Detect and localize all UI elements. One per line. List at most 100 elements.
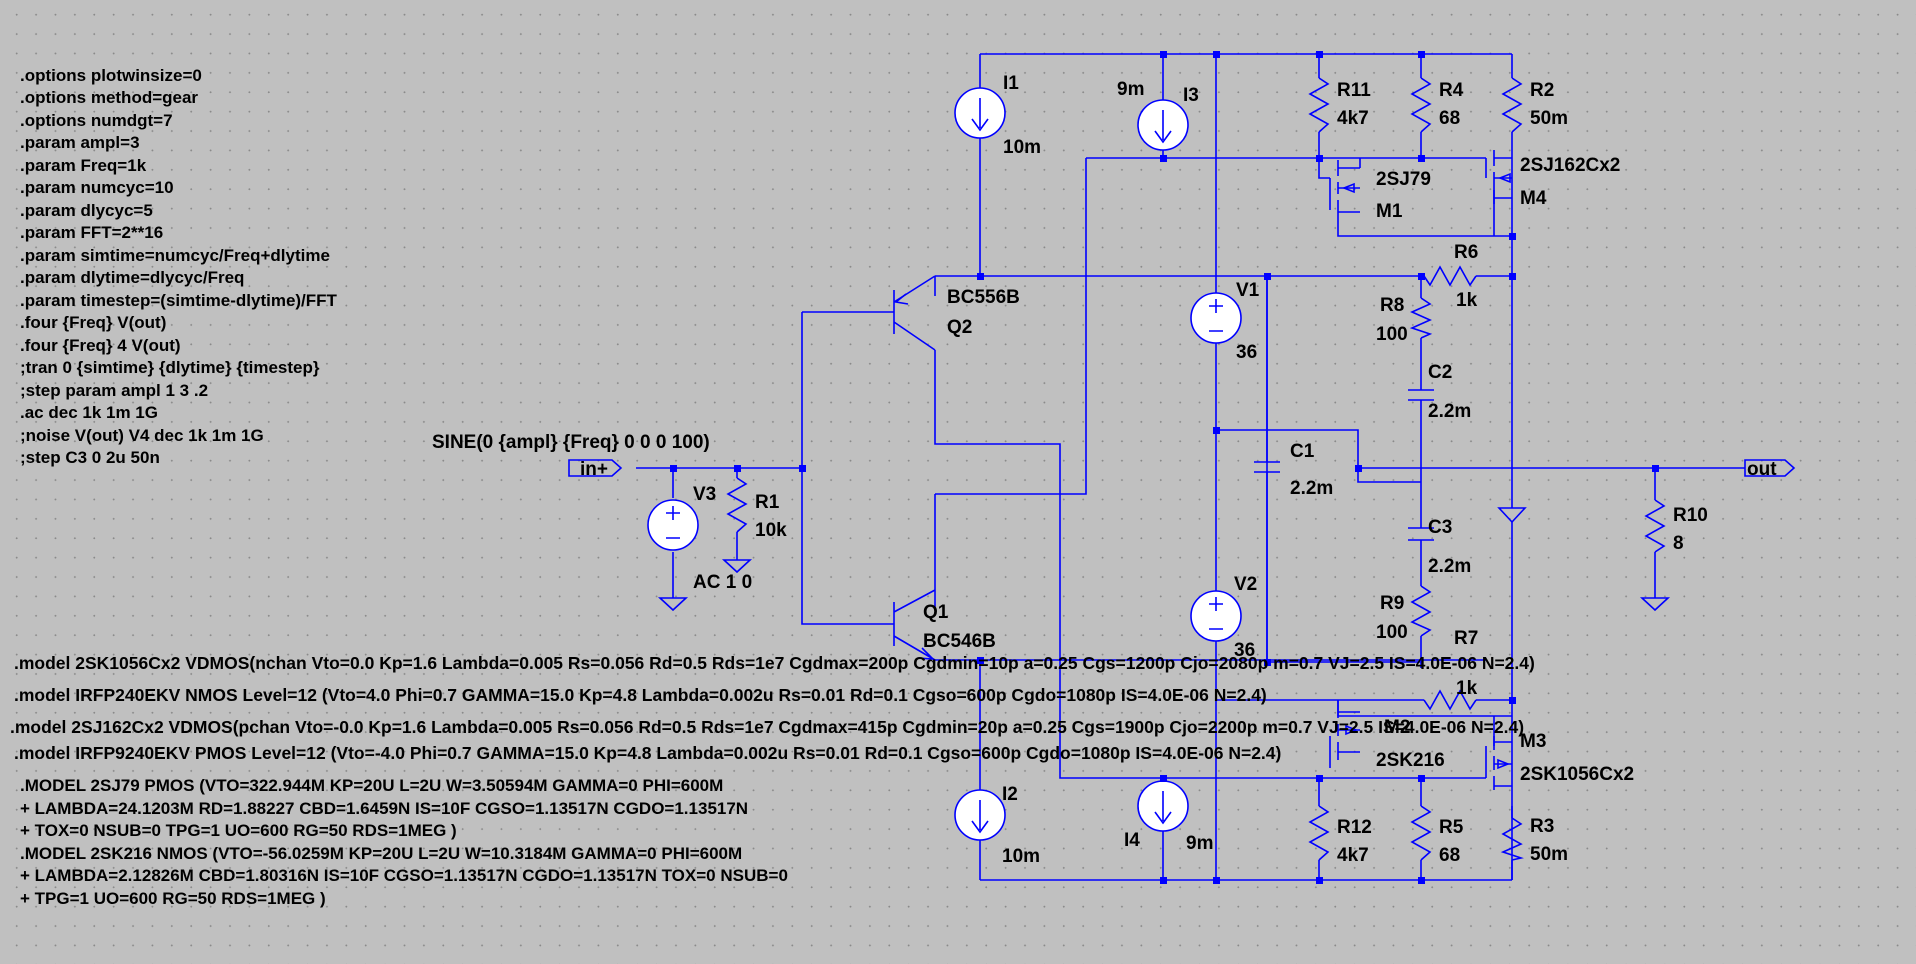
directive-line: .param dlycyc=5 xyxy=(20,201,153,220)
directive-line: .param FFT=2**16 xyxy=(20,223,163,242)
i1-value: 10m xyxy=(1003,137,1041,158)
directive-line: .param numcyc=10 xyxy=(20,178,174,197)
current-source-i4[interactable]: I4 9m xyxy=(1124,780,1213,854)
model-block-line: + LAMBDA=24.1203M RD=1.88227 CBD=1.6459N… xyxy=(20,799,748,818)
directive-line: .ac dec 1k 1m 1G xyxy=(20,403,158,422)
r8-name: R8 xyxy=(1380,295,1404,316)
capacitor-c2[interactable]: C2 2.2m xyxy=(1408,362,1471,422)
i2-name: I2 xyxy=(1002,784,1018,805)
r4-value: 68 xyxy=(1439,108,1460,129)
m1-name: M1 xyxy=(1376,201,1403,222)
resistor-r12[interactable]: R12 4k7 xyxy=(1308,805,1372,866)
current-source-i3[interactable]: I3 9m xyxy=(1117,79,1199,151)
directive-line: .four {Freq} 4 V(out) xyxy=(20,336,181,355)
model-directives: .model 2SK1056Cx2 VDMOS(nchan Vto=0.0 Kp… xyxy=(10,653,1535,763)
c2-name: C2 xyxy=(1428,362,1452,383)
capacitor-c1[interactable]: C1 2.2m xyxy=(1254,441,1333,499)
mosfet-m1[interactable]: 2SJ79 M1 xyxy=(1329,158,1431,222)
voltage-source-v2[interactable]: V2 36 xyxy=(1190,574,1257,661)
transistor-q1[interactable]: Q1 BC546B xyxy=(893,589,996,661)
mosfet-m4[interactable]: 2SJ162Cx2 M4 xyxy=(1485,150,1620,209)
resistor-r3[interactable]: R3 50m xyxy=(1500,816,1568,865)
directive-line: ;step C3 0 2u 50n xyxy=(20,448,160,467)
directive-line: ;step param ampl 1 3 .2 xyxy=(20,381,208,400)
c3-name: C3 xyxy=(1428,517,1452,538)
directive-line: ;tran 0 {simtime} {dlytime} {timestep} xyxy=(20,358,320,377)
capacitor-c3[interactable]: C3 2.2m xyxy=(1408,517,1471,577)
m1-value: 2SJ79 xyxy=(1376,169,1431,190)
r6-name: R6 xyxy=(1454,242,1478,263)
m4-name: M4 xyxy=(1520,188,1547,209)
source-spec: SINE(0 {ampl} {Freq} 0 0 0 100) xyxy=(432,432,710,453)
ground-r1 xyxy=(721,559,753,574)
mosfet-m2[interactable]: 2SK216 M2 xyxy=(1329,700,1445,771)
directive-line: .param dlytime=dlycyc/Freq xyxy=(20,268,244,287)
resistor-r7[interactable]: R7 1k xyxy=(1423,628,1478,711)
model-block-line: .MODEL 2SK216 NMOS (VTO=-56.0259M KP=20U… xyxy=(20,844,742,863)
v1-name: V1 xyxy=(1236,280,1260,301)
r9-name: R9 xyxy=(1380,593,1404,614)
r7-value: 1k xyxy=(1456,678,1478,699)
v2-name: V2 xyxy=(1234,574,1257,595)
directive-line: .param timestep=(simtime-dlytime)/FFT xyxy=(20,291,338,310)
resistor-r9[interactable]: R9 100 xyxy=(1376,585,1432,643)
r12-value: 4k7 xyxy=(1337,845,1369,866)
i3-value: 9m xyxy=(1117,79,1144,100)
mosfet-m3[interactable]: M3 2SK1056Cx2 xyxy=(1485,731,1634,790)
model-line: .model IRFP9240EKV PMOS Level=12 (Vto=-4… xyxy=(14,743,1281,763)
resistor-r2[interactable]: R2 50m xyxy=(1501,77,1568,133)
r3-name: R3 xyxy=(1530,816,1554,837)
voltage-source-v1[interactable]: V1 36 xyxy=(1190,280,1260,363)
ground-v3 xyxy=(657,597,689,612)
spice-directives: .options plotwinsize=0 .options method=g… xyxy=(20,66,338,467)
junction-dots xyxy=(670,51,1659,884)
model-line: .model IRFP240EKV NMOS Level=12 (Vto=4.0… xyxy=(14,685,1267,705)
c1-value: 2.2m xyxy=(1290,478,1333,499)
r1-value: 10k xyxy=(755,520,787,541)
m2-value: 2SK216 xyxy=(1376,750,1445,771)
r2-value: 50m xyxy=(1530,108,1568,129)
model-block-line: + TOX=0 NSUB=0 TPG=1 UO=600 RG=50 RDS=1M… xyxy=(20,821,457,840)
model-block-line: .MODEL 2SJ79 PMOS (VTO=322.944M KP=20U L… xyxy=(20,776,723,795)
r6-value: 1k xyxy=(1456,290,1478,311)
resistor-r6[interactable]: R6 1k xyxy=(1423,242,1478,311)
directive-line: .options method=gear xyxy=(20,88,198,107)
port-output[interactable]: out xyxy=(1744,459,1796,480)
q1-name: Q1 xyxy=(923,602,949,623)
voltage-source-v3[interactable]: V3 AC 1 0 xyxy=(647,484,752,593)
r5-value: 68 xyxy=(1439,845,1460,866)
r3-value: 50m xyxy=(1530,844,1568,865)
directive-line: .options numdgt=7 xyxy=(20,111,173,130)
transistor-q2[interactable]: BC556B Q2 xyxy=(893,275,1020,351)
r12-name: R12 xyxy=(1337,817,1372,838)
i2-value: 10m xyxy=(1002,846,1040,867)
resistor-r11[interactable]: R11 4k7 xyxy=(1308,77,1371,133)
current-source-i1[interactable]: I1 10m xyxy=(954,73,1041,158)
r11-name: R11 xyxy=(1337,80,1371,101)
resistor-r1[interactable]: R1 10k xyxy=(726,477,787,541)
model-block-line: + LAMBDA=2.12826M CBD=1.80316N IS=10F CG… xyxy=(20,866,788,885)
r4-name: R4 xyxy=(1439,80,1464,101)
ground-r10 xyxy=(1639,597,1671,612)
resistor-r5[interactable]: R5 68 xyxy=(1410,805,1464,866)
q2-name: Q2 xyxy=(947,317,972,338)
r2-name: R2 xyxy=(1530,80,1554,101)
v1-value: 36 xyxy=(1236,342,1257,363)
port-input[interactable]: in+ xyxy=(568,459,623,480)
directive-line: .options plotwinsize=0 xyxy=(20,66,202,85)
i4-name: I4 xyxy=(1124,830,1140,851)
model-line: .model 2SJ162Cx2 VDMOS(pchan Vto=-0.0 Kp… xyxy=(10,717,1524,737)
model-line: .model 2SK1056Cx2 VDMOS(nchan Vto=0.0 Kp… xyxy=(14,653,1535,673)
r7-name: R7 xyxy=(1454,628,1478,649)
current-source-i2[interactable]: I2 10m xyxy=(954,784,1040,867)
m3-name: M3 xyxy=(1520,731,1546,752)
resistor-r4[interactable]: R4 68 xyxy=(1410,77,1464,133)
r8-value: 100 xyxy=(1376,324,1408,345)
i3-name: I3 xyxy=(1183,85,1199,106)
model-block: .MODEL 2SJ79 PMOS (VTO=322.944M KP=20U L… xyxy=(20,776,788,908)
resistor-r8[interactable]: R8 100 xyxy=(1376,295,1433,345)
r10-name: R10 xyxy=(1673,505,1708,526)
directive-line: .param ampl=3 xyxy=(20,133,140,152)
resistor-r10[interactable]: R10 8 xyxy=(1644,499,1708,554)
